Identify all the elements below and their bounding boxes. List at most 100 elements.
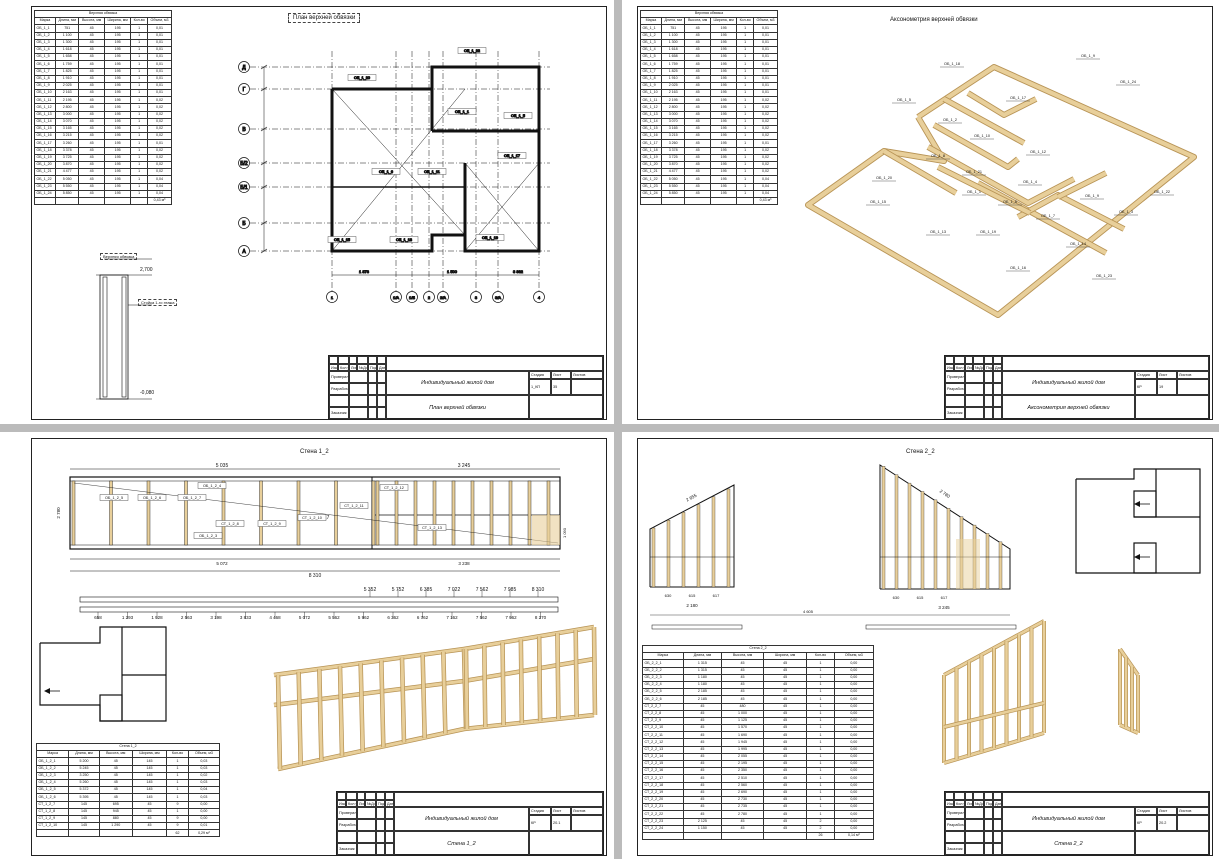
stamp-stage-label: Стадия xyxy=(1135,807,1157,815)
table-cell: 45 xyxy=(98,786,133,795)
diagonal-brace xyxy=(331,88,466,236)
stamp-cell xyxy=(954,792,965,800)
stud xyxy=(296,480,301,546)
stud-3d xyxy=(421,654,427,738)
dimension-tick xyxy=(260,220,268,226)
table-cell: 45 xyxy=(721,659,764,668)
callout-label: ОБ_1_13 xyxy=(930,230,946,234)
table-cell: 0,00 xyxy=(187,814,221,824)
dimension-tick xyxy=(260,184,268,190)
stamp-row-label: Проверил xyxy=(329,371,349,383)
table-cell: 45 xyxy=(78,31,105,40)
stamp-cell xyxy=(984,819,993,831)
title-block: Изм.Кол.учЛист№Док.Подп.ДатаПроверилРазр… xyxy=(336,791,604,855)
table-cell xyxy=(709,196,738,206)
table-cell: 0,00 xyxy=(833,767,875,776)
stamp-cell xyxy=(357,792,365,800)
table-cell: 5 372 xyxy=(68,786,100,795)
table-cell: 45 xyxy=(684,31,711,40)
table-cell: 145 xyxy=(131,757,168,766)
stamp-stage-label: Стадия xyxy=(1135,371,1157,379)
table-cell xyxy=(660,196,686,206)
dimension-text: 8 310 xyxy=(309,573,322,579)
table-cell: 45 xyxy=(684,53,711,62)
stamp-cell xyxy=(357,807,376,819)
stud xyxy=(933,499,938,590)
table-cell xyxy=(682,831,723,841)
table-cell xyxy=(762,831,808,841)
stamp-cell xyxy=(973,356,984,364)
dimension-tick xyxy=(260,248,268,254)
table-cell: 0,01 xyxy=(146,31,173,40)
axis-bubble xyxy=(470,291,482,303)
stamp-cell xyxy=(349,356,357,364)
stud xyxy=(334,480,338,546)
gable-outline xyxy=(649,484,735,588)
table-cell: 2 735 xyxy=(721,803,764,812)
table-cell: 45 xyxy=(682,745,723,754)
axis-number: 1 xyxy=(331,295,334,300)
table-cell: 1 xyxy=(806,774,835,783)
stamp-project: Индивидуальный жилой дом xyxy=(394,807,529,831)
stamp-cell xyxy=(338,356,349,364)
stamp-cell xyxy=(376,831,385,843)
callout-label: ОБ_1_6 xyxy=(1003,200,1017,204)
ruler-label: 7 162 xyxy=(446,615,458,620)
spec-col-header: Длина, мм xyxy=(682,652,723,661)
stud xyxy=(451,480,456,546)
stud xyxy=(726,488,731,588)
stamp-header: Подп. xyxy=(984,364,993,371)
level-top-mark: 2,700 xyxy=(140,267,153,273)
gable-3d-views xyxy=(934,615,1194,765)
axis-number: 1/А xyxy=(393,295,399,300)
table-cell: 45 xyxy=(682,774,723,783)
table-cell: 0,01 xyxy=(187,822,221,831)
plate-beam xyxy=(926,145,1075,206)
stamp-cell xyxy=(993,395,1002,407)
table-cell: СТ_1_2_10 xyxy=(35,822,70,831)
stamp-cell xyxy=(965,407,984,419)
stamp-cell xyxy=(376,807,385,819)
table-cell: 1 000 xyxy=(721,709,764,718)
stamp-row-label xyxy=(945,831,965,843)
axis-letter: А xyxy=(242,249,246,255)
dimension-text: 1 090 xyxy=(562,527,567,538)
stamp-cell xyxy=(368,371,377,383)
stud xyxy=(881,466,886,590)
dimension-text: 2 780 xyxy=(56,507,61,519)
table-cell: 45 xyxy=(721,824,764,833)
table-cell: 45 xyxy=(78,45,105,55)
stamp-header: Изм. xyxy=(945,364,954,371)
callout-label: ОБ_1_1 xyxy=(967,190,981,194)
table-cell: 45 xyxy=(682,709,723,718)
stamp-cell xyxy=(993,371,1002,383)
ruler xyxy=(651,624,743,630)
stamp-cell xyxy=(973,792,984,800)
stud xyxy=(221,480,226,546)
ruler-label: 6 362 xyxy=(387,615,399,620)
dimension-text: 3 245 xyxy=(458,463,471,469)
stud xyxy=(508,480,513,546)
callout-label: ОБ_1_2_7 xyxy=(183,496,201,500)
label-frame xyxy=(379,484,409,491)
stamp-cell xyxy=(365,792,376,800)
axis-letter: Б xyxy=(242,221,246,227)
table-cell: 1 xyxy=(166,771,189,780)
stamp-cell xyxy=(965,843,984,855)
stamp-cell xyxy=(965,356,973,364)
stamp-cell xyxy=(337,792,346,800)
table-cell: ОБ_2_2_2 xyxy=(642,666,684,675)
table-cell: СТ_2_2_9 xyxy=(642,716,684,726)
stud-3d xyxy=(273,679,465,707)
stamp-header: Кол.уч xyxy=(346,800,357,807)
stamp-cell xyxy=(376,843,385,855)
table-cell: 195 xyxy=(709,53,738,62)
table-cell: 45 xyxy=(721,666,764,675)
